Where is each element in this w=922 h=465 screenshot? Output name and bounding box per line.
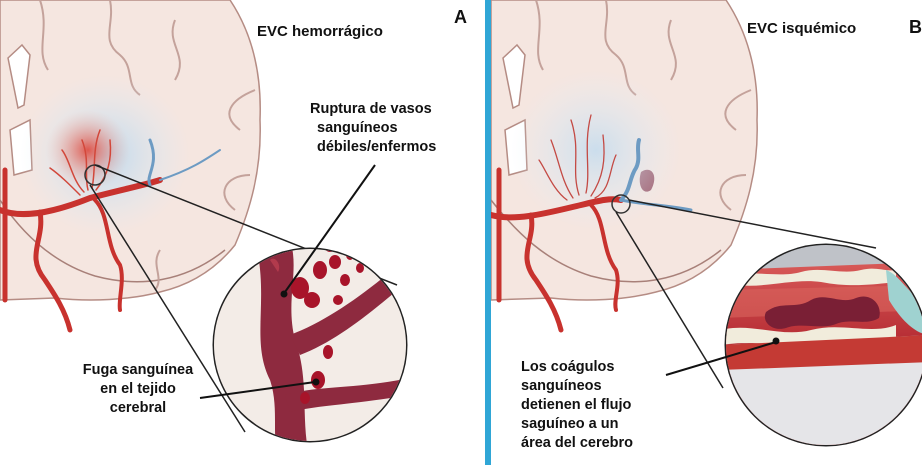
zoom-circle: [210, 238, 415, 460]
panel-letter-a: A: [454, 8, 467, 27]
panel-ischemic: EVC isquémico B Los coágulos sanguíneos …: [491, 0, 922, 465]
panel-letter-b: B: [909, 18, 922, 37]
leader-dot: [773, 338, 780, 345]
leader-dot: [313, 379, 320, 386]
zoom-circle: [721, 240, 922, 450]
leader-dot: [281, 291, 288, 298]
hemorrhage-area: [46, 110, 130, 190]
panel-hemorrhagic: EVC hemorrágico A Ruptura de vasos sangu…: [0, 0, 485, 465]
label-rupture: Ruptura de vasos sanguíneos débiles/enfe…: [310, 100, 470, 157]
title-hemorrhagic: EVC hemorrágico: [257, 22, 383, 41]
title-ischemic: EVC isquémico: [747, 19, 856, 38]
label-leak: Fuga sanguínea en el tejido cerebral: [68, 361, 208, 418]
label-clot: Los coágulos sanguíneos detienen el fluj…: [521, 358, 691, 453]
